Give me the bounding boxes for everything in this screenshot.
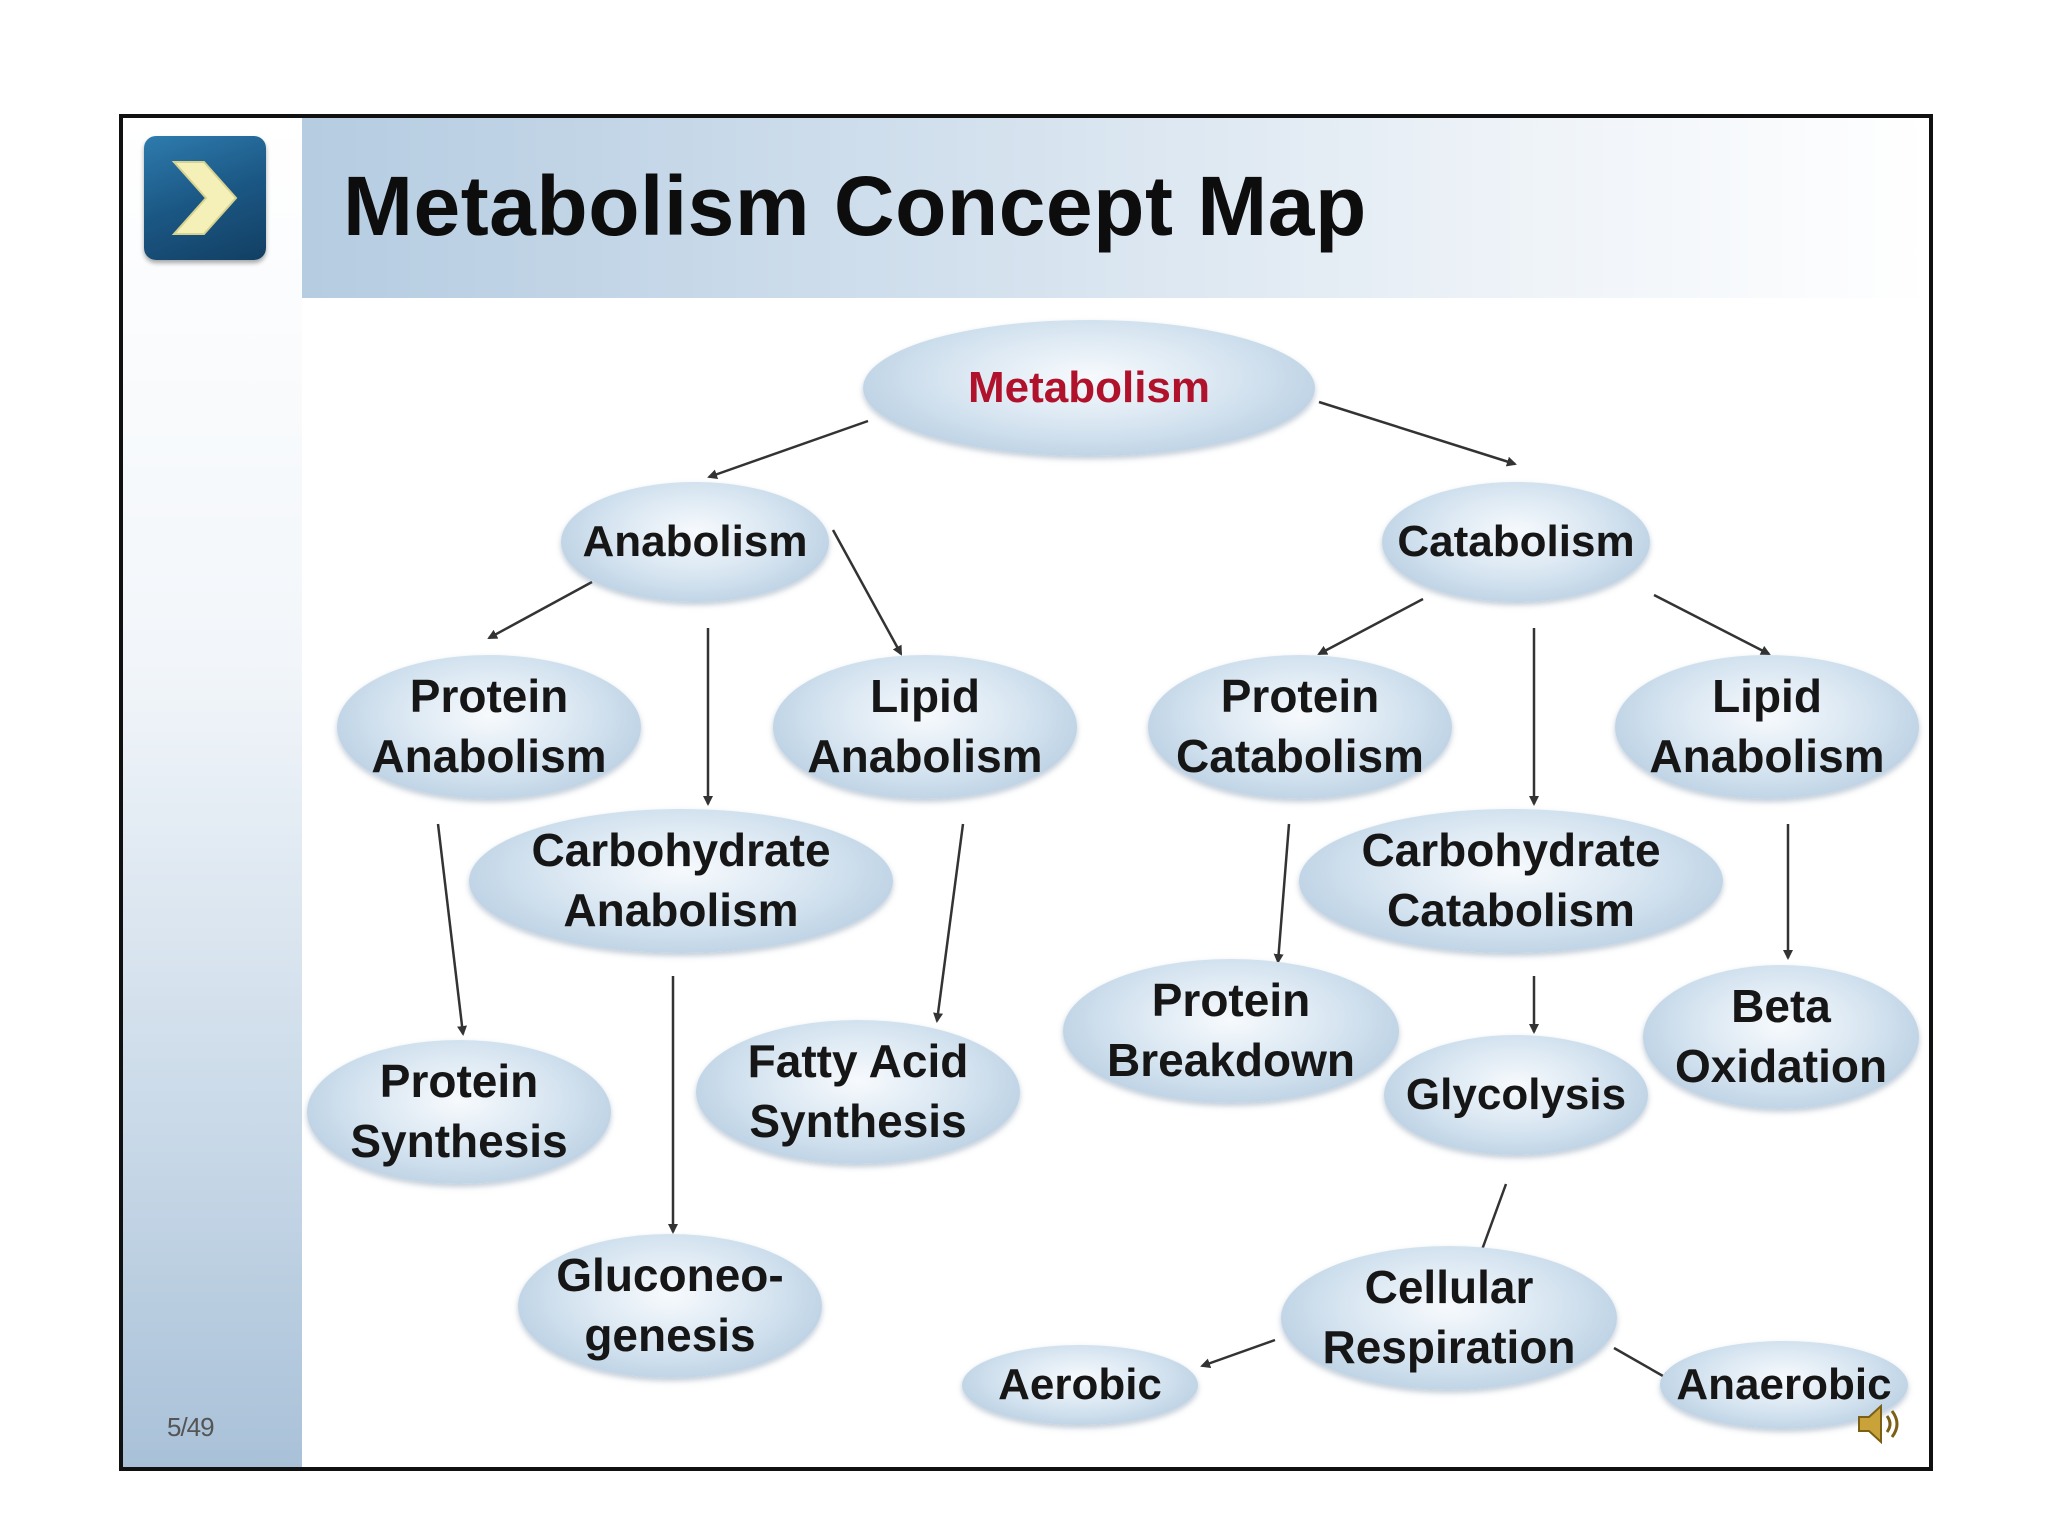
node-carbohydrate-anabolism: Carbohydrate Anabolism [469,809,893,953]
node-protein-synthesis: Protein Synthesis [307,1040,611,1184]
arrow-cellular-respiration-to-aerobic [1200,1338,1276,1369]
arrow-metabolism-to-catabolism [1318,400,1517,467]
node-anabolism: Anabolism [561,482,829,602]
node-gluconeogenesis: Gluconeo- genesis [518,1234,822,1378]
node-aerobic: Aerobic [962,1345,1198,1425]
arrow-catabolism-to-lipid-anabolism-2 [1653,593,1771,656]
left-side-bar [123,118,302,1467]
node-beta-oxidation: Beta Oxidation [1643,965,1919,1109]
node-fatty-acid-synthesis: Fatty Acid Synthesis [696,1020,1020,1164]
node-protein-breakdown: Protein Breakdown [1063,959,1399,1103]
slide-title: Metabolism Concept Map [343,159,1367,253]
page-number: 5/49 [167,1412,215,1442]
node-glycolysis: Glycolysis [1384,1035,1648,1155]
node-carbohydrate-catabolism: Carbohydrate Catabolism [1299,809,1723,953]
node-lipid-anabolism: Lipid Anabolism [773,655,1077,799]
arrow-anabolism-to-lipid-anabolism [831,529,903,656]
node-metabolism: Metabolism [863,320,1315,456]
arrow-anabolism-to-protein-anabolism [487,580,593,640]
arrow-lipid-anabolism-to-fatty-acid-synthesis [933,823,965,1023]
arrow-metabolism-to-anabolism [707,419,869,480]
arrow-protein-catabolism-to-protein-breakdown [1273,823,1291,964]
node-catabolism: Catabolism [1382,482,1650,602]
arrow-protein-anabolism-to-protein-synthesis [436,823,468,1036]
concept-map [436,400,1793,1382]
title-band [302,118,1929,298]
node-cellular-respiration: Cellular Respiration [1281,1246,1617,1390]
node-lipid-anabolism-2: Lipid Anabolism [1615,655,1919,799]
node-protein-catabolism: Protein Catabolism [1148,655,1452,799]
arrow-catabolism-to-protein-catabolism [1317,597,1424,656]
node-anaerobic: Anaerobic [1660,1341,1908,1429]
node-protein-anabolism: Protein Anabolism [337,655,641,799]
speaker-icon[interactable] [1855,1402,1907,1446]
chevron-right-icon [144,136,266,260]
